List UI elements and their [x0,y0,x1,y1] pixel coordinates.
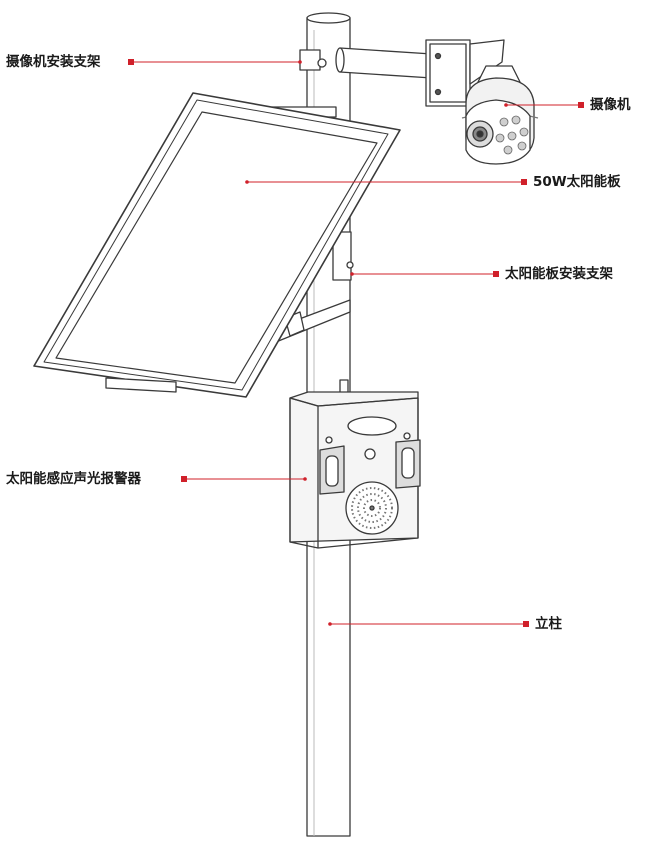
speaker-grille [345,481,399,535]
label-camera-bracket: 摄像机安装支架 [6,54,101,70]
label-solar-panel-bracket: 太阳能板安装支架 [505,266,613,282]
label-camera: 摄像机 [590,97,631,113]
label-solar-panel: 50W太阳能板 [533,174,621,190]
label-alarm: 太阳能感应声光报警器 [6,471,141,487]
camera [461,65,539,165]
camera-bracket [299,39,505,107]
alarm-device [289,379,421,549]
solar-panel-bracket [269,106,354,343]
callout-lines [128,59,584,627]
solar-panel [33,92,401,398]
label-pole: 立柱 [535,616,562,632]
